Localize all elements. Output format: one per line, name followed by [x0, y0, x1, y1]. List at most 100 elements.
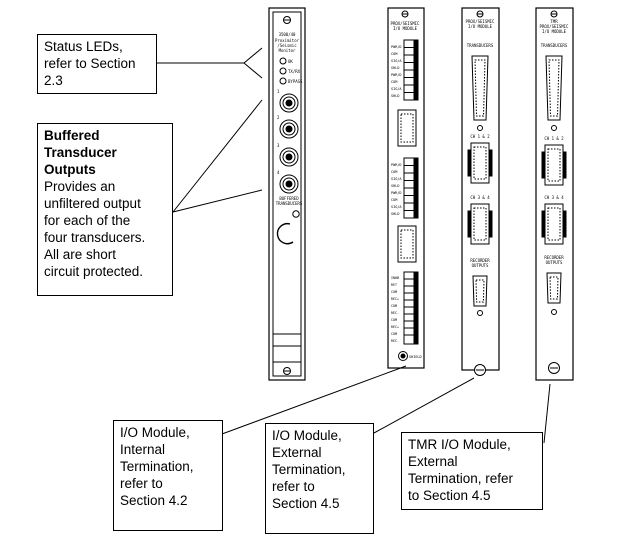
callout-io-internal: I/O Module, Internal Termination, refer …	[113, 420, 223, 531]
callout-buffered-body-3: for each of the	[44, 213, 131, 228]
tb1-label-6: COM	[391, 80, 397, 84]
callout-buffered-title-2: Transducer	[44, 145, 117, 160]
leader-lines	[157, 47, 551, 444]
tmr-recorder-connector	[546, 272, 562, 304]
callout-buffered-title-3: Outputs	[44, 162, 96, 177]
tb1-label-4: SHLD	[391, 66, 399, 70]
callout-status-leds-line-3: 2.3	[44, 73, 63, 88]
leader-status-leds-bracket	[243, 47, 263, 79]
led-label-txrx: TX/RX	[288, 69, 301, 74]
bnc-connector-3	[279, 147, 299, 167]
callout-io-external-line-1: I/O Module,	[272, 428, 342, 443]
tmr-ch34-label: CH 3 & 4	[544, 195, 564, 200]
tb1-label-5: PWR/D	[391, 73, 402, 77]
terminal-block-2	[403, 157, 419, 219]
io-external-dsub-connector	[471, 55, 489, 121]
io-external-header-1: PROX/SEISMIC	[466, 19, 495, 24]
callout-io-external-line-4: refer to	[272, 479, 315, 494]
callout-buffered-body-5: All are short	[44, 247, 117, 262]
io-external-recorder-label-1: RECORDER	[470, 258, 490, 263]
tb2-label-4: SHLD	[391, 184, 399, 188]
bnc-connector-4	[279, 174, 299, 194]
tb3-label-10: REC-	[391, 339, 399, 343]
channel-label-3: 3	[277, 143, 280, 148]
callout-io-internal-line-2: Internal	[120, 442, 166, 457]
callout-io-internal-line-5: Section 4.2	[120, 493, 188, 508]
leader-buffered	[172, 99, 263, 213]
callout-status-leds-line-2: refer to Section	[44, 56, 136, 71]
tb1-label-8: SHLD	[391, 94, 399, 98]
tmr-ch12-connector	[541, 144, 567, 186]
io-internal-connector-1	[397, 109, 417, 147]
led-bypass-icon	[279, 77, 287, 85]
io-internal-header-2: I/O MODULE	[393, 26, 418, 31]
callout-tmr-external: TMR I/O Module, External Termination, re…	[401, 432, 543, 510]
bnc-connector-2	[279, 119, 299, 139]
tmr-ch34-connector	[541, 203, 567, 245]
tmr-header-1: TMR	[550, 19, 558, 24]
io-external-recorder-label-2: OUTPUTS	[472, 263, 489, 268]
io-external-recorder-connector	[472, 275, 488, 307]
tmr-ch12-label: CH 1 & 2	[544, 136, 564, 141]
monitor-top-label-2: Proximitor	[275, 38, 300, 43]
logo-icon	[276, 210, 300, 245]
callout-io-external-line-2: External	[272, 445, 322, 460]
led-txrx-icon	[279, 67, 287, 75]
callout-io-external-line-3: Termination,	[272, 462, 346, 477]
callout-buffered-body-2: unfiltered output	[44, 196, 141, 211]
led-label-bypass: BYPASS	[288, 79, 303, 84]
channel-label-1: 1	[277, 89, 280, 94]
shield-label: SHIELD	[409, 355, 422, 359]
callout-tmr-line-4: to Section 4.5	[408, 488, 491, 503]
tb2-label-2: COM	[391, 170, 397, 174]
channel-label-2: 2	[277, 115, 280, 120]
led-label-ok: OK	[288, 59, 293, 64]
bnc-connector-1	[279, 93, 299, 113]
tmr-card: TMR PROX/SEISMIC I/O MODULE TRANSDUCERS …	[535, 7, 574, 381]
io-external-ch34-label: CH 3 & 4	[470, 195, 490, 200]
tb3-label-1: INHB	[391, 276, 399, 280]
io-external-header-2: I/O MODULE	[468, 24, 493, 29]
callout-buffered-body-6: circuit protected.	[44, 264, 144, 279]
tb1-label-7: SIG/A	[391, 87, 402, 91]
callout-buffered-title-1: Buffered	[44, 128, 100, 143]
callout-io-internal-line-3: Termination,	[120, 459, 194, 474]
io-external-transducers-label: TRANSDUCERS	[467, 43, 494, 48]
tmr-header-2: PROX/SEISMIC	[540, 24, 569, 29]
tb1-label-3: SIG/A	[391, 59, 402, 63]
tb2-label-7: SIG/A	[391, 205, 402, 209]
leader-io-external	[373, 377, 475, 434]
callout-status-leds-line-1: Status LEDs,	[44, 39, 123, 54]
tb3-label-9: COM	[391, 332, 397, 336]
tb3-label-5: COM	[391, 304, 397, 308]
channel-label-4: 4	[277, 170, 280, 175]
tmr-dsub-connector	[545, 55, 563, 121]
leader-tmr	[543, 383, 551, 444]
callout-status-leds: Status LEDs, refer to Section 2.3	[37, 34, 157, 94]
io-external-ch34-connector	[467, 203, 493, 245]
callout-io-internal-line-4: refer to	[120, 476, 163, 491]
tb2-label-8: SHLD	[391, 212, 399, 216]
tb1-label-2: COM	[391, 52, 397, 56]
callout-tmr-line-2: External	[408, 454, 458, 469]
tb1-label-1: PWR/D	[391, 45, 402, 49]
terminal-block-3	[403, 271, 419, 345]
buffered-label-2: TRANSDUCERS	[276, 201, 303, 206]
tmr-header-3: I/O MODULE	[542, 29, 567, 34]
callout-tmr-line-3: Termination, refer	[408, 471, 514, 486]
monitor-card: 3500/40 Proximitor /Seismic Monitor OK T…	[268, 7, 306, 381]
io-internal-header-1: PROX/SEISMIC	[391, 21, 420, 26]
shield-screw-icon	[398, 351, 408, 361]
led-ok-icon	[279, 57, 287, 65]
io-external-card: PROX/SEISMIC I/O MODULE TRANSDUCERS CH 1…	[461, 7, 500, 376]
terminal-block-1	[403, 39, 419, 101]
tb3-label-2: RET	[391, 283, 397, 287]
monitor-top-label-4: Monitor	[279, 48, 296, 53]
callout-io-internal-line-1: I/O Module,	[120, 425, 190, 440]
buffered-label-1: BUFFERED	[279, 196, 299, 201]
tmr-recorder-label-1: RECORDER	[544, 255, 564, 260]
callout-tmr-line-1: TMR I/O Module,	[408, 437, 511, 452]
tb3-label-7: COM	[391, 318, 397, 322]
io-internal-card: PROX/SEISMIC I/O MODULE PWR/D COM SIG/A …	[387, 7, 425, 369]
